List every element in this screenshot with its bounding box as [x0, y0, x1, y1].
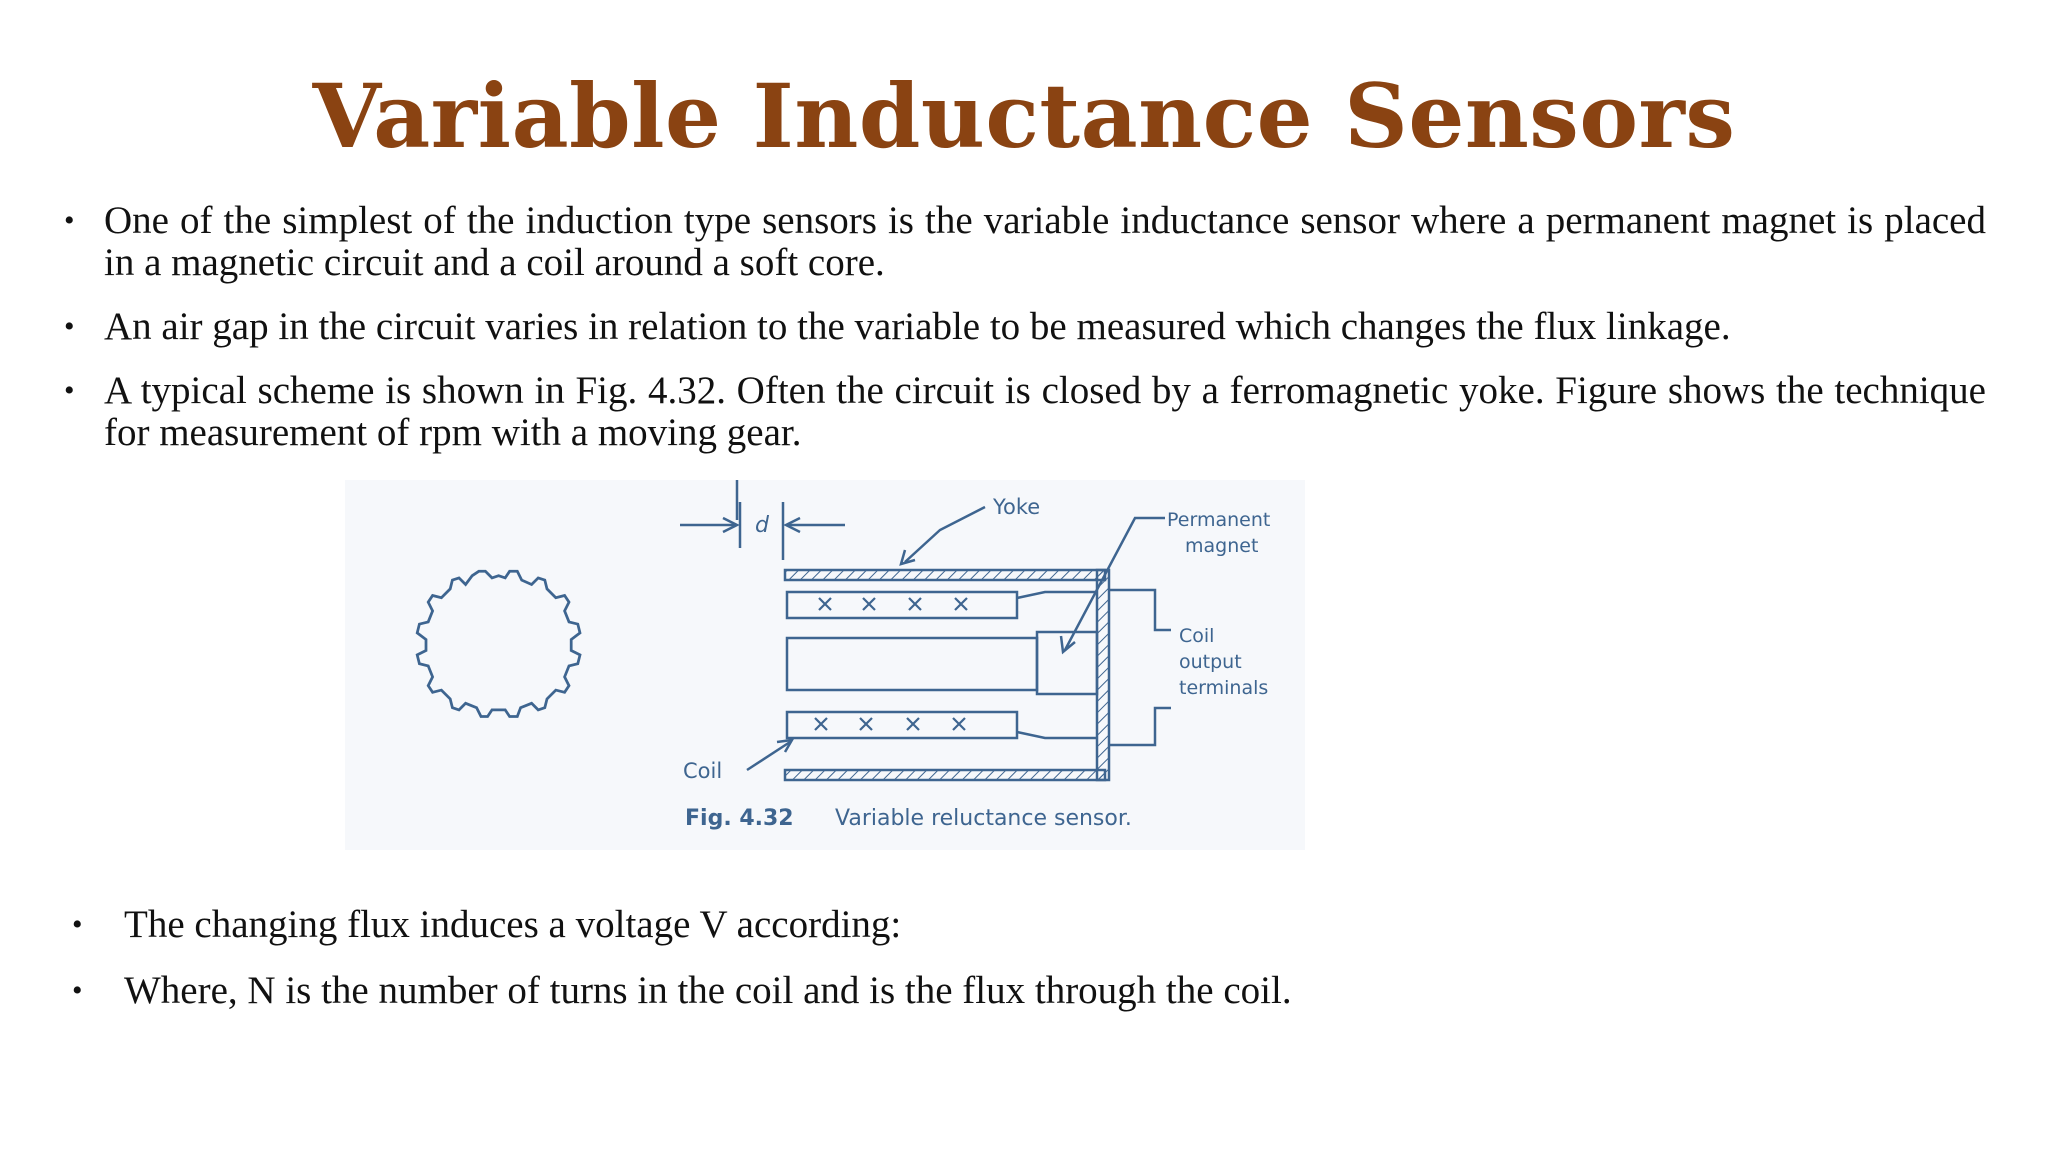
lower-coil-block: [785, 710, 1019, 740]
bottom-bullet-list: The changing flux induces a voltage V ac…: [72, 903, 1672, 1035]
magnet-leader: [1063, 516, 1165, 651]
scan-background: [345, 480, 1305, 850]
sensor-diagram: d Yoke Permanent magnet Coil output term…: [345, 480, 1305, 850]
figure-number: Fig. 4.32: [685, 806, 794, 831]
bullet-changing-flux: The changing flux induces a voltage V ac…: [72, 903, 1672, 947]
coil-leader: [746, 740, 791, 772]
permanent-magnet-block: [1035, 630, 1099, 696]
bullet-air-gap: An air gap in the circuit varies in rela…: [64, 306, 1986, 349]
variable-reluctance-sensor-figure: d Yoke Permanent magnet Coil output term…: [345, 480, 1305, 850]
gap-left-arrowhead: [722, 516, 740, 534]
permanent-label: Permanent: [1167, 509, 1270, 531]
magnet-leader-arrowhead: [1059, 635, 1076, 655]
bullet-where-n: Where, N is the number of turns in the c…: [72, 969, 1672, 1013]
coil-turn-marks: [814, 597, 968, 731]
bullet-simplest-sensor: One of the simplest of the induction typ…: [64, 200, 1986, 284]
yoke-label: Yoke: [992, 495, 1040, 519]
coil-output-label-2: output: [1179, 651, 1242, 673]
coil-label: Coil: [683, 759, 722, 783]
lower-terminal-lead: [1109, 706, 1171, 747]
yoke-leader-arrowhead: [899, 549, 916, 566]
top-bullet-list: One of the simplest of the induction typ…: [64, 200, 1986, 476]
yoke-top-bar: [783, 568, 1107, 582]
yoke-right-bar: [1095, 568, 1111, 782]
figure-caption: Variable reluctance sensor.: [835, 806, 1132, 831]
coil-output-label-1: Coil: [1179, 625, 1214, 647]
upper-terminal-lead: [1109, 588, 1171, 632]
coil-leader-arrowhead: [776, 738, 795, 753]
lower-coil-lead: [1016, 730, 1097, 740]
slide-title: Variable Inductance Sensors: [312, 64, 1736, 168]
gap-right-arrowhead: [783, 516, 801, 534]
yoke-bottom-bar: [783, 768, 1107, 782]
bullet-typical-scheme: A typical scheme is shown in Fig. 4.32. …: [64, 370, 1986, 454]
yoke-leader: [904, 505, 986, 563]
upper-coil-block: [785, 590, 1019, 620]
gap-d-label: d: [755, 513, 770, 538]
magnet-label: magnet: [1185, 535, 1258, 557]
coil-output-label-3: terminals: [1179, 677, 1268, 699]
toothed-gear: [415, 569, 582, 718]
upper-coil-lead: [1016, 590, 1097, 600]
